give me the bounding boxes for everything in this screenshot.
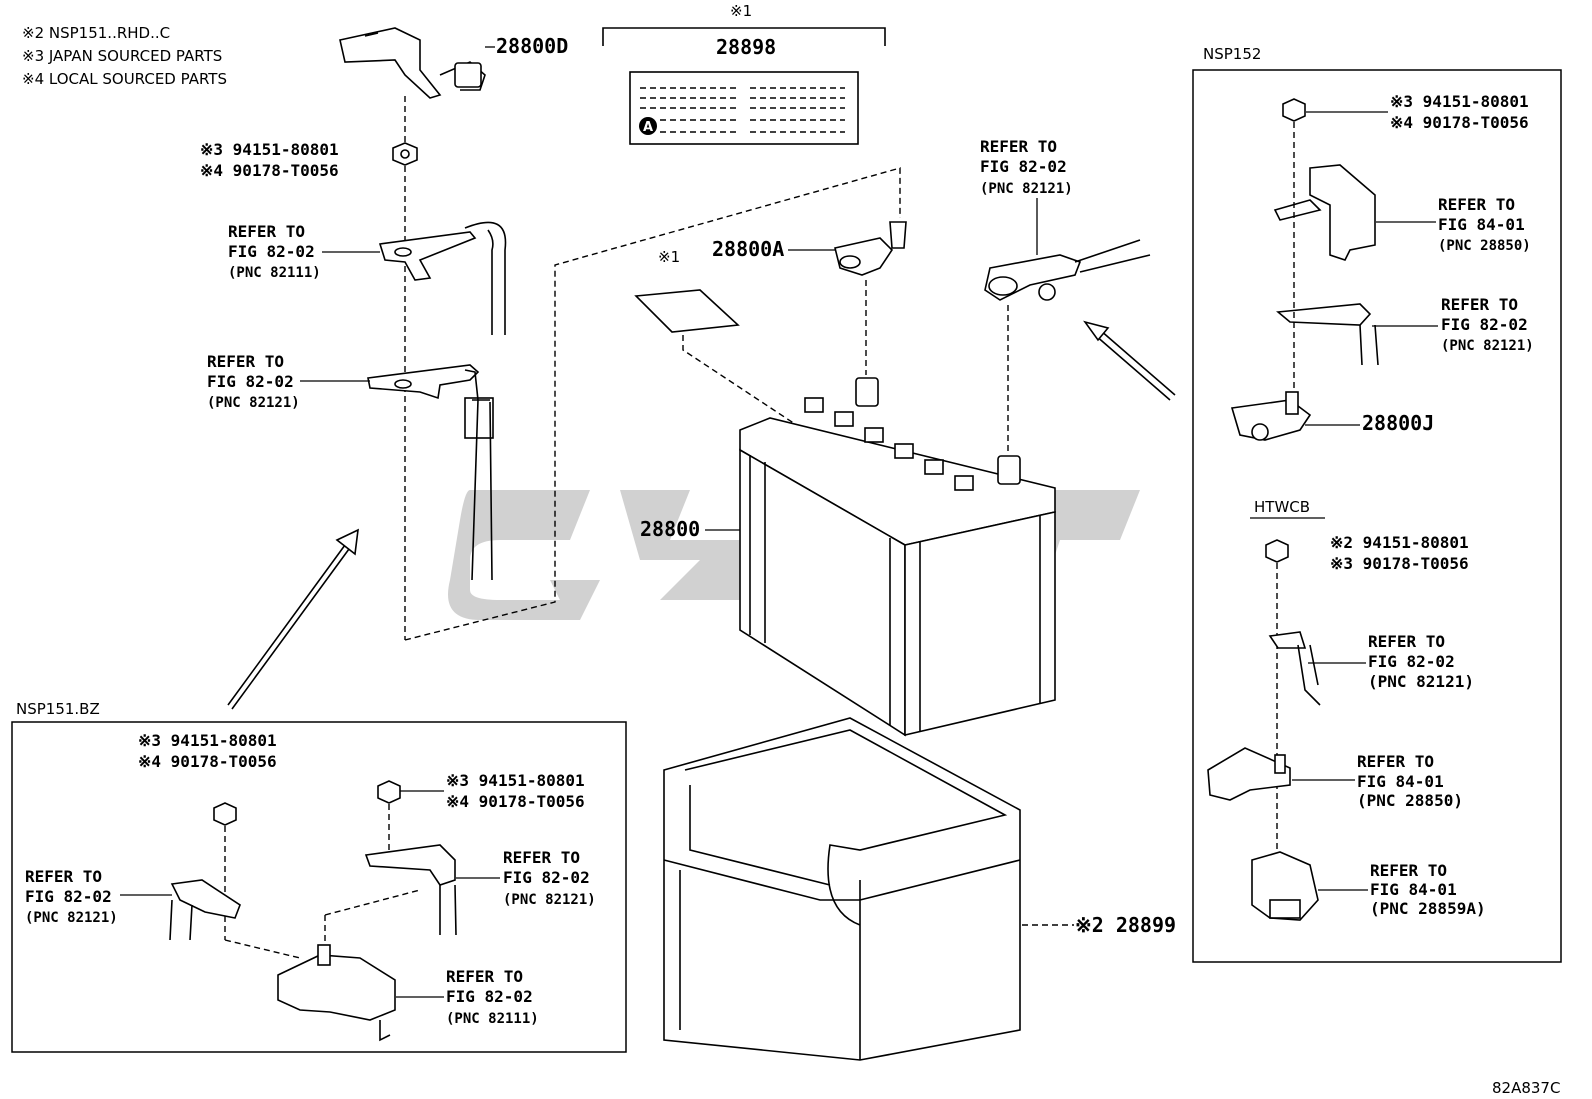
part-number-28800A: 28800A: [712, 237, 784, 261]
refer-label: FIG 82-02: [207, 372, 294, 391]
nut-icon: [392, 142, 418, 166]
star-note: ※1: [730, 2, 752, 20]
note-line: ※2 NSP151..RHD..C: [22, 24, 170, 42]
battery-tray-28899: [663, 717, 1021, 1061]
part-number-28800J: 28800J: [1362, 411, 1434, 435]
part-number-label: ※3 94151-80801: [1390, 92, 1529, 111]
refer-label: (PNC 82121): [1441, 338, 1534, 354]
panel-title: NSP152: [1203, 45, 1261, 63]
part-number-label: ※4 90178-T0056: [446, 792, 585, 811]
nut-icon: [213, 802, 237, 826]
refer-label: FIG 82-02: [1368, 652, 1455, 671]
nut-icon: [377, 780, 401, 804]
sensor-icon: [1273, 164, 1376, 261]
refer-label: FIG 82-02: [446, 987, 533, 1006]
part-number-label: ※4 90178-T0056: [1390, 113, 1529, 132]
terminal-28800J-icon: [1230, 391, 1312, 441]
refer-label: (PNC 82121): [25, 910, 118, 926]
cable-terminal-icon: [1276, 303, 1379, 366]
arrow-icon: [227, 528, 359, 710]
notes-block: ※2 NSP151..RHD..C ※3 JAPAN SOURCED PARTS…: [22, 24, 227, 88]
refer-label: (PNC 82111): [446, 1011, 539, 1027]
refer-label: (PNC 82121): [980, 181, 1073, 197]
battery-28800: [739, 377, 1056, 737]
refer-label: REFER TO: [1441, 295, 1518, 314]
refer-label: REFER TO: [25, 867, 102, 886]
sensor-icon: [1207, 747, 1291, 801]
part-number-label: ※4 90178-T0056: [138, 752, 277, 771]
label-group-28898: ※1 28898 A: [602, 2, 886, 145]
part-number-label: ※3 94151-80801: [138, 731, 277, 750]
refer-label: REFER TO: [1368, 632, 1445, 651]
battery-post-icon: [997, 455, 1021, 485]
panel-nsp152: NSP152 ※3 94151-80801 ※4 90178-T0056 REF…: [1192, 45, 1562, 963]
refer-label: FIG 84-01: [1357, 772, 1444, 791]
refer-label: REFER TO: [207, 352, 284, 371]
part-number-28800D: 28800D: [496, 34, 568, 58]
cable-terminal-icon: [364, 844, 457, 936]
cable-terminal-icon: [169, 879, 241, 941]
arrow-icon: [1083, 320, 1176, 401]
battery-caps: [804, 397, 974, 491]
refer-label: FIG 82-02: [980, 157, 1067, 176]
connector-icon: [1251, 851, 1319, 921]
refer-label: (PNC 82121): [207, 395, 300, 411]
refer-label: FIG 84-01: [1438, 215, 1525, 234]
part-number-label: ※4 90178-T0056: [200, 161, 339, 180]
battery-post-icon: [855, 377, 879, 407]
part-number-28800: 28800: [640, 517, 700, 541]
refer-label: (PNC 82121): [503, 892, 596, 908]
cable-terminal-icon: [984, 239, 1151, 301]
refer-label: REFER TO: [1370, 861, 1447, 880]
terminal-28800A-icon: [834, 221, 907, 276]
label-letter: A: [643, 120, 653, 135]
part-number-label: ※3 94151-80801: [200, 140, 339, 159]
part-number-label: ※2 94151-80801: [1330, 533, 1469, 552]
refer-label: REFER TO: [446, 967, 523, 986]
refer-label: FIG 82-02: [228, 242, 315, 261]
nut-icon: [1282, 98, 1306, 122]
refer-label: FIG 84-01: [1370, 880, 1457, 899]
refer-label: REFER TO: [980, 137, 1057, 156]
star-note: ※1: [658, 248, 680, 266]
cable-terminal-icon: [1268, 631, 1321, 706]
warning-text-lines: [640, 87, 845, 133]
nut-icon: [1265, 539, 1289, 563]
fuse-block-icon: [277, 944, 396, 1042]
cable-terminal-icon: [378, 221, 507, 335]
refer-label: FIG 82-02: [1441, 315, 1528, 334]
refer-label: (PNC 28850): [1438, 238, 1531, 254]
note-line: ※4 LOCAL SOURCED PARTS: [22, 70, 227, 88]
part-number-28899: ※2 28899: [1075, 913, 1176, 937]
panel-title: NSP151.BZ: [16, 700, 100, 718]
terminal-cover-28800D: [339, 27, 486, 99]
section-label: HTWCB: [1254, 498, 1310, 516]
part-number-28898: 28898: [716, 35, 776, 59]
figure-code: 82A837C: [1492, 1079, 1560, 1097]
refer-label: REFER TO: [1438, 195, 1515, 214]
note-line: ※3 JAPAN SOURCED PARTS: [22, 47, 222, 65]
refer-label: (PNC 28850): [1357, 791, 1463, 810]
refer-label: FIG 82-02: [25, 887, 112, 906]
refer-label: (PNC 28859A): [1370, 899, 1486, 918]
refer-label: REFER TO: [228, 222, 305, 241]
part-number-label: ※3 90178-T0056: [1330, 554, 1469, 573]
panel-nsp151bz: NSP151.BZ ※3 94151-80801 ※4 90178-T0056 …: [11, 700, 627, 1053]
part-number-label: ※3 94151-80801: [446, 771, 585, 790]
refer-label: (PNC 82121): [1368, 672, 1474, 691]
refer-label: REFER TO: [503, 848, 580, 867]
cable-terminal-icon: [367, 364, 494, 581]
refer-label: (PNC 82111): [228, 265, 321, 281]
small-label-icon: [634, 289, 740, 333]
refer-label: REFER TO: [1357, 752, 1434, 771]
refer-label: FIG 82-02: [503, 868, 590, 887]
